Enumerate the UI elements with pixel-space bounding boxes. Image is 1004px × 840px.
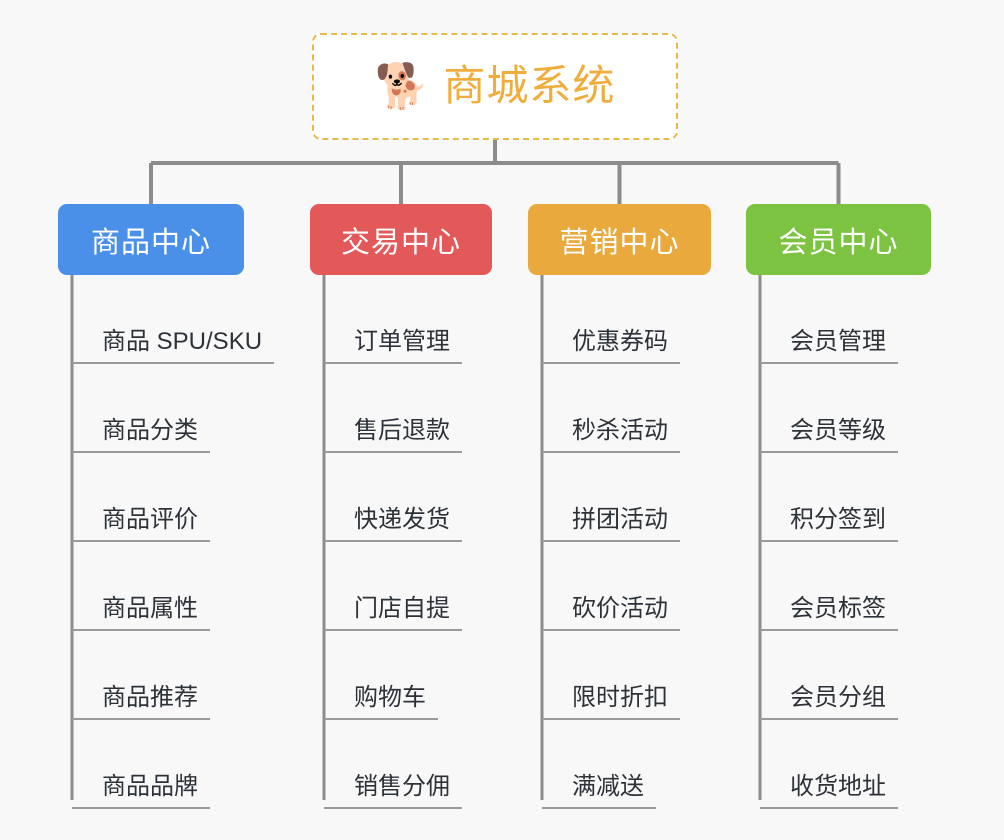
leaf-item[interactable]: 收货地址 (760, 720, 931, 809)
leaf-item-label: 购物车 (324, 684, 438, 720)
leaf-list-2: 订单管理售后退款快递发货门店自提购物车销售分佣 (324, 275, 492, 809)
leaf-item[interactable]: 积分签到 (760, 453, 931, 542)
branch-column-4: 会员中心会员管理会员等级积分签到会员标签会员分组收货地址 (746, 204, 931, 809)
leaf-item-label: 商品评价 (72, 506, 210, 542)
leaf-item[interactable]: 售后退款 (324, 364, 492, 453)
leaf-item-label: 优惠券码 (542, 328, 680, 364)
leaf-item-label: 积分签到 (760, 506, 898, 542)
leaf-item[interactable]: 拼团活动 (542, 453, 711, 542)
branch-column-1: 商品中心商品 SPU/SKU 商品分类商品评价商品属性商品推荐商品品牌 (58, 204, 275, 809)
leaf-item-label: 商品 SPU/SKU (72, 328, 275, 364)
leaf-item[interactable]: 门店自提 (324, 542, 492, 631)
leaf-item-label: 门店自提 (324, 595, 462, 631)
leaf-item[interactable]: 商品分类 (72, 364, 244, 453)
leaf-item-label: 会员分组 (760, 684, 898, 720)
root-node[interactable]: 🐕 商城系统 (312, 33, 678, 140)
leaf-item[interactable]: 满减送 (542, 720, 711, 809)
leaf-item[interactable]: 商品 SPU/SKU (72, 275, 275, 364)
leaf-item-label: 售后退款 (324, 417, 462, 453)
leaf-item-label: 限时折扣 (542, 684, 680, 720)
leaf-item[interactable]: 销售分佣 (324, 720, 492, 809)
leaf-item-label: 砍价活动 (542, 595, 680, 631)
branch-column-2: 交易中心订单管理售后退款快递发货门店自提购物车销售分佣 (310, 204, 492, 809)
leaf-list-4: 会员管理会员等级积分签到会员标签会员分组收货地址 (760, 275, 931, 809)
leaf-item[interactable]: 秒杀活动 (542, 364, 711, 453)
leaf-item[interactable]: 订单管理 (324, 275, 492, 364)
leaf-item-label: 会员标签 (760, 595, 898, 631)
leaf-item[interactable]: 商品属性 (72, 542, 244, 631)
leaf-item[interactable]: 商品品牌 (72, 720, 244, 809)
leaf-item-label: 会员管理 (760, 328, 898, 364)
leaf-item-label: 商品分类 (72, 417, 210, 453)
shiba-dog-face-icon: 🐕 (374, 61, 430, 111)
leaf-item-label: 订单管理 (324, 328, 462, 364)
leaf-item[interactable]: 会员等级 (760, 364, 931, 453)
leaf-item-label: 快递发货 (324, 506, 462, 542)
leaf-item-label: 满减送 (542, 773, 656, 809)
leaf-item[interactable]: 限时折扣 (542, 631, 711, 720)
leaf-item[interactable]: 优惠券码 (542, 275, 711, 364)
leaf-item-label: 拼团活动 (542, 506, 680, 542)
leaf-item-label: 商品属性 (72, 595, 210, 631)
branch-header-3[interactable]: 营销中心 (528, 204, 711, 275)
leaf-item[interactable]: 会员分组 (760, 631, 931, 720)
leaf-item-label: 销售分佣 (324, 773, 462, 809)
branch-column-3: 营销中心优惠券码秒杀活动拼团活动砍价活动限时折扣满减送 (528, 204, 711, 809)
branch-header-2[interactable]: 交易中心 (310, 204, 492, 275)
leaf-item-label: 秒杀活动 (542, 417, 680, 453)
leaf-list-3: 优惠券码秒杀活动拼团活动砍价活动限时折扣满减送 (542, 275, 711, 809)
leaf-item[interactable]: 购物车 (324, 631, 492, 720)
leaf-list-1: 商品 SPU/SKU 商品分类商品评价商品属性商品推荐商品品牌 (72, 275, 275, 809)
leaf-item[interactable]: 会员标签 (760, 542, 931, 631)
branch-header-1[interactable]: 商品中心 (58, 204, 244, 275)
root-title: 商城系统 (443, 62, 616, 110)
leaf-item-label: 商品品牌 (72, 773, 210, 809)
leaf-item[interactable]: 商品推荐 (72, 631, 244, 720)
leaf-item[interactable]: 商品评价 (72, 453, 244, 542)
branch-header-4[interactable]: 会员中心 (746, 204, 931, 275)
leaf-item[interactable]: 会员管理 (760, 275, 931, 364)
leaf-item[interactable]: 快递发货 (324, 453, 492, 542)
leaf-item-label: 商品推荐 (72, 684, 210, 720)
leaf-item[interactable]: 砍价活动 (542, 542, 711, 631)
leaf-item-label: 收货地址 (760, 773, 898, 809)
leaf-item-label: 会员等级 (760, 417, 898, 453)
